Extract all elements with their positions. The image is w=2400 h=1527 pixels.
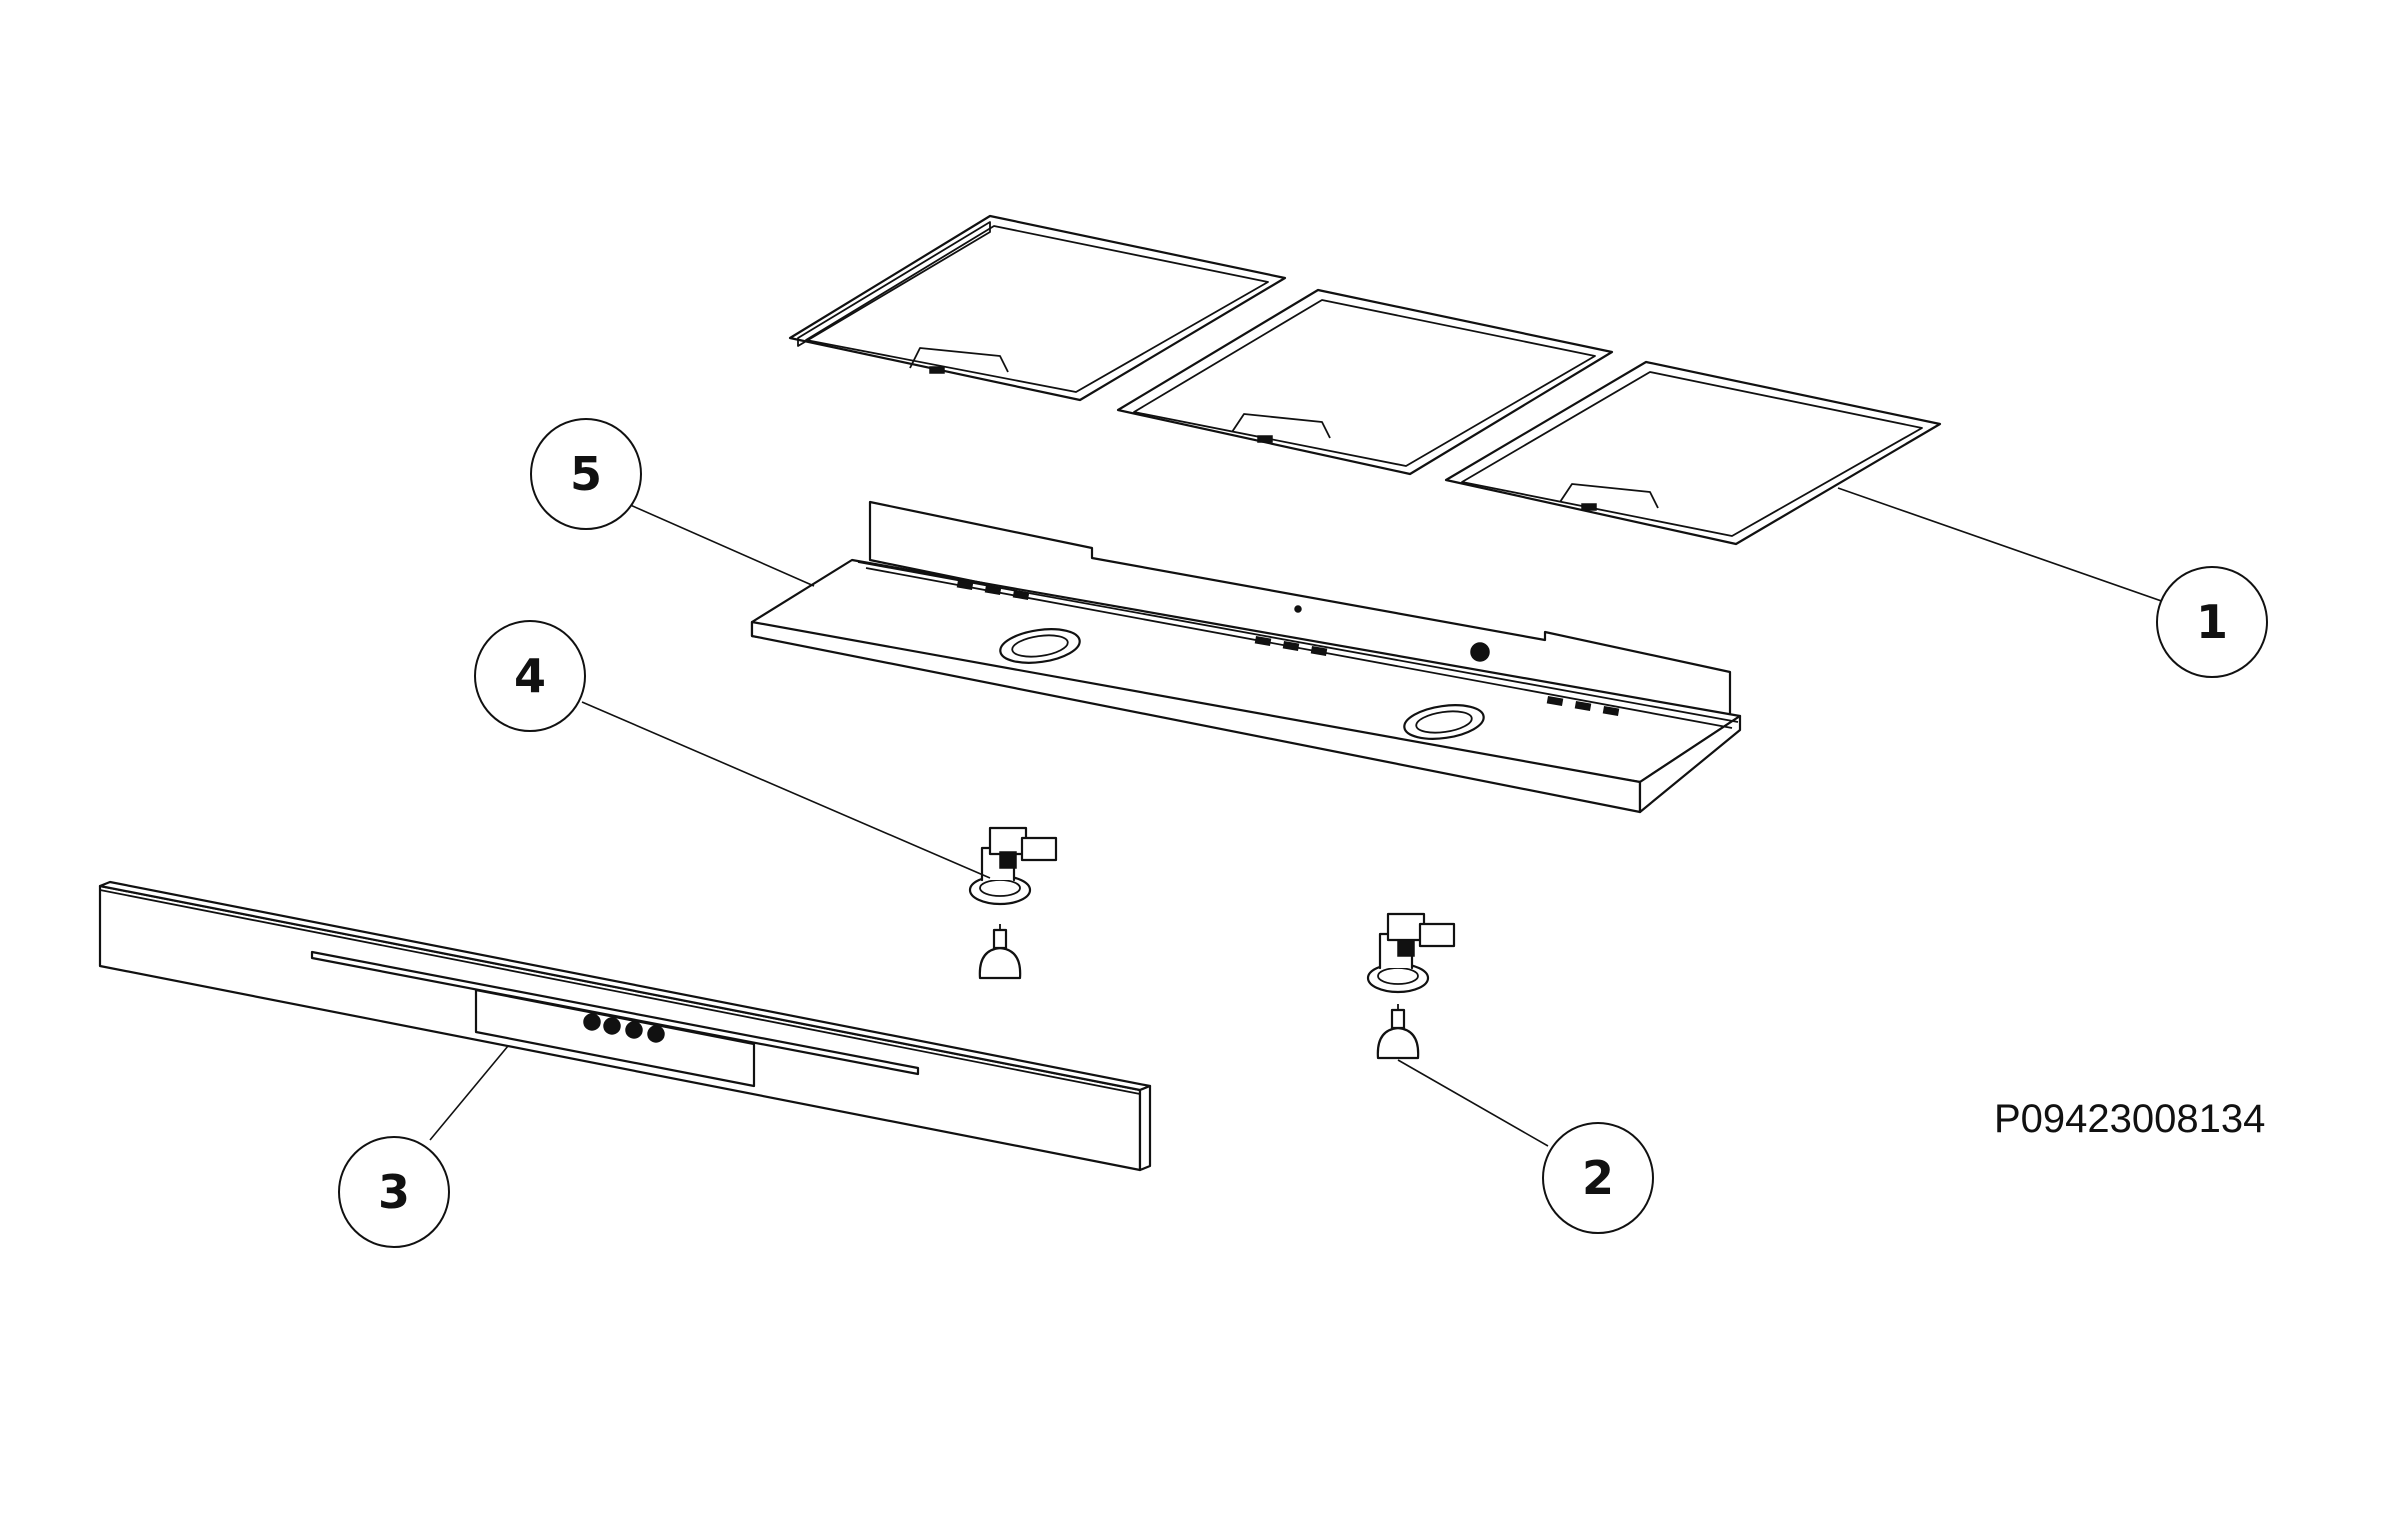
leader-line-2 [1397,1059,1549,1147]
callout-1: 1 [2156,566,2268,678]
leader-line-3 [429,1045,509,1141]
callout-label-2: 2 [1582,1151,1614,1205]
callout-4: 4 [474,620,586,732]
grease-filter-left [788,214,1287,402]
lamp-tray [750,500,1742,814]
callout-2: 2 [1542,1122,1654,1234]
reference-code: P09423008134 [1994,1097,2265,1141]
lamp-holder-left [968,826,1058,980]
callout-label-4: 4 [514,649,546,703]
grease-filter-right [1444,360,1942,546]
callout-3: 3 [338,1136,450,1248]
grease-filter-middle [1116,288,1614,476]
leader-line-5 [627,503,815,587]
callout-label-1: 1 [2196,595,2228,649]
leader-line-1 [1837,487,2171,605]
leader-line-4 [581,701,991,879]
callout-label-3: 3 [378,1165,410,1219]
callout-5: 5 [530,418,642,530]
control-panel-strip [98,880,1152,1172]
lamp-holder-right [1366,912,1456,1060]
callout-label-5: 5 [570,447,602,501]
